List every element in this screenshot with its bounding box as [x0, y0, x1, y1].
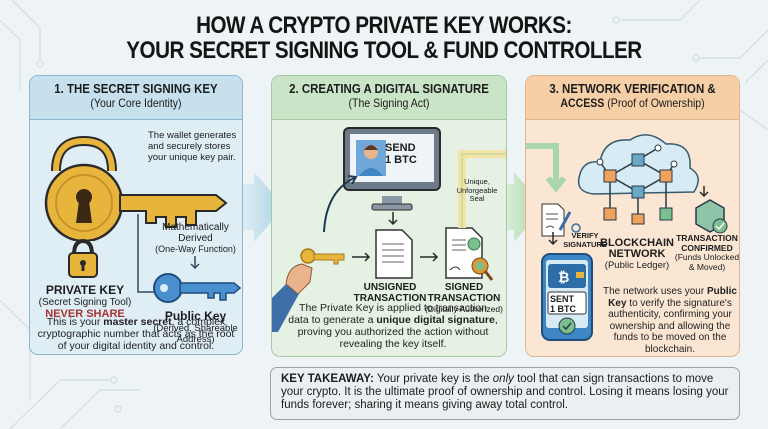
network-label-line-2: NETWORK: [608, 248, 666, 260]
title-line-1: HOW A CRYPTO PRIVATE KEY WORKS:: [196, 12, 572, 39]
seal-bracket-arrow-icon: [458, 150, 506, 228]
private-key-sub: (Secret Signing Tool): [38, 297, 132, 308]
panel-secret-signing-key: 1. THE SECRET SIGNING KEY (Your Core Ide…: [29, 75, 243, 355]
desc-text: The Private Key is applied to transactio…: [288, 302, 487, 326]
verify-label-line-1: VERIFY: [571, 231, 599, 240]
panel-2-title: 2. CREATING A DIGITAL SIGNATURE: [289, 81, 489, 96]
right-arrow-icon: [420, 252, 439, 262]
takeaway-text: Your private key is the: [373, 373, 493, 385]
hand-holding-key-icon: [272, 248, 345, 332]
takeaway-label: KEY TAKEAWAY:: [281, 373, 374, 385]
seal-label-line-3: Seal: [469, 194, 485, 203]
signed-label-line-1: SIGNED: [444, 282, 484, 293]
down-arrow-icon: [190, 256, 200, 270]
network-label-line-1: BLOCKCHAIN: [600, 237, 674, 249]
desc-bold: master secret: [103, 316, 172, 328]
panel-1-header: 1. THE SECRET SIGNING KEY (Your Core Ide…: [30, 76, 242, 120]
panel-3-description: The network uses your Public Key to veri…: [600, 286, 739, 355]
seal-label-line-2: Unforgeable: [456, 185, 498, 195]
signed-document-icon: [445, 227, 494, 281]
panel-3-title: 3. NETWORK VERIFICATION &: [549, 81, 716, 96]
wallet-note-line-1: The wallet generates: [148, 130, 237, 141]
phone-text-line-1: SENT: [550, 294, 575, 304]
derive-label-line-1: Mathematically: [162, 222, 229, 233]
confirmed-label-line-2: CONFIRMED: [681, 242, 733, 253]
network-sub: (Public Ledger): [604, 260, 670, 271]
confirmed-sub-line-1: (Funds Unlocked: [674, 252, 740, 262]
desc-text: , proving you authorized the action with…: [297, 314, 498, 350]
desc-bold: unique digital signature: [376, 314, 495, 326]
panel-network-verification: 3. NETWORK VERIFICATION & ACCESS (Proof …: [525, 75, 740, 357]
phone-text-line-2: 1 BTC: [550, 304, 577, 314]
screen-text-line-2: 1 BTC: [385, 154, 417, 166]
desc-text: , a complex cryptographic number that ac…: [37, 316, 235, 352]
derive-sub: (One-Way Function): [155, 244, 236, 254]
verify-signature-document-icon: [541, 203, 581, 237]
blockchain-cloud-network-icon: [577, 134, 699, 225]
confirmed-label-line-1: TRANSACTION: [676, 233, 738, 243]
right-arrow-icon: [352, 252, 371, 262]
gold-private-key-icon: [44, 135, 228, 241]
public-key-label: Public Key: [164, 309, 227, 323]
svg-text:₿: ₿: [558, 269, 569, 285]
unsigned-label-line-1: UNSIGNED: [363, 282, 417, 293]
wallet-note-line-2: and securely stores: [148, 141, 231, 152]
panel-3-header: 3. NETWORK VERIFICATION & ACCESS (Proof …: [526, 76, 739, 120]
desc-text: This is your: [46, 316, 104, 328]
panel-2-header: 2. CREATING A DIGITAL SIGNATURE (The Sig…: [272, 76, 506, 120]
verify-label-line-2: SIGNATURE: [563, 239, 607, 249]
panel-2-description: The Private Key is applied to transactio…: [288, 302, 498, 350]
confirmed-sub-line-2: & Moved): [688, 261, 726, 272]
unsigned-document-icon: [375, 229, 413, 279]
curved-arrow-icon: [323, 175, 358, 233]
desc-text: The network uses your: [603, 286, 707, 297]
down-arrow-icon: [388, 212, 398, 226]
signed-label-line-2: TRANSACTION: [427, 293, 501, 304]
public-key-sub-line-1: (Derived, Shareable: [153, 323, 238, 334]
page-title: HOW A CRYPTO PRIVATE KEY WORKS: YOUR SEC…: [54, 13, 714, 63]
phone-wallet-icon: ₿: [541, 253, 593, 341]
derive-label-line-2: Derived: [178, 233, 213, 244]
screen-text-line-1: SEND: [385, 142, 416, 154]
panel-2-subtitle: (The Signing Act): [348, 96, 430, 110]
arrow-panel1-to-panel2-icon: [236, 172, 284, 242]
panel-3-subtitle: ACCESS (Proof of Ownership): [539, 96, 726, 111]
desc-text: to verify the signature's authenticity, …: [608, 297, 732, 355]
incoming-arrow-icon: [526, 143, 566, 193]
takeaway-text: tool that can sign transactions to move …: [281, 373, 729, 411]
title-line-2: YOUR SECRET SIGNING TOOL & FUND CONTROLL…: [126, 37, 642, 64]
computer-monitor-icon: [343, 127, 441, 211]
key-takeaway-box: KEY TAKEAWAY: Your private key is the on…: [270, 367, 740, 420]
blue-public-key-icon: [153, 273, 242, 303]
signed-sub: (Digitally Authorized): [425, 304, 503, 314]
panel-1-title: 1. THE SECRET SIGNING KEY: [54, 81, 218, 96]
seal-label-line-1: Unique,: [464, 177, 490, 186]
down-arrow-icon: [548, 232, 558, 246]
padlock-icon: [68, 238, 98, 278]
panel-1-description: This is your master secret, a complex cr…: [36, 316, 236, 352]
private-key-label: PRIVATE KEY: [45, 283, 125, 297]
wallet-note-line-3: your unique key pair.: [148, 152, 236, 163]
never-share-warning: NEVER SHARE: [45, 308, 125, 320]
panel-digital-signature: 2. CREATING A DIGITAL SIGNATURE (The Sig…: [271, 75, 507, 357]
desc-bold: Public Key: [608, 286, 737, 309]
transaction-confirmed-box-icon: [695, 186, 728, 234]
arrow-panel2-to-panel3-icon: [496, 172, 544, 242]
takeaway-emphasis: only: [492, 373, 514, 385]
unsigned-label-line-2: TRANSACTION: [353, 293, 427, 304]
panel-3-title-rest: (Proof of Ownership): [604, 96, 705, 110]
panel-1-subtitle: (Your Core Identity): [90, 96, 182, 110]
public-key-sub-line-2: Address): [176, 334, 215, 345]
panel-3-title-access: ACCESS: [560, 96, 605, 110]
